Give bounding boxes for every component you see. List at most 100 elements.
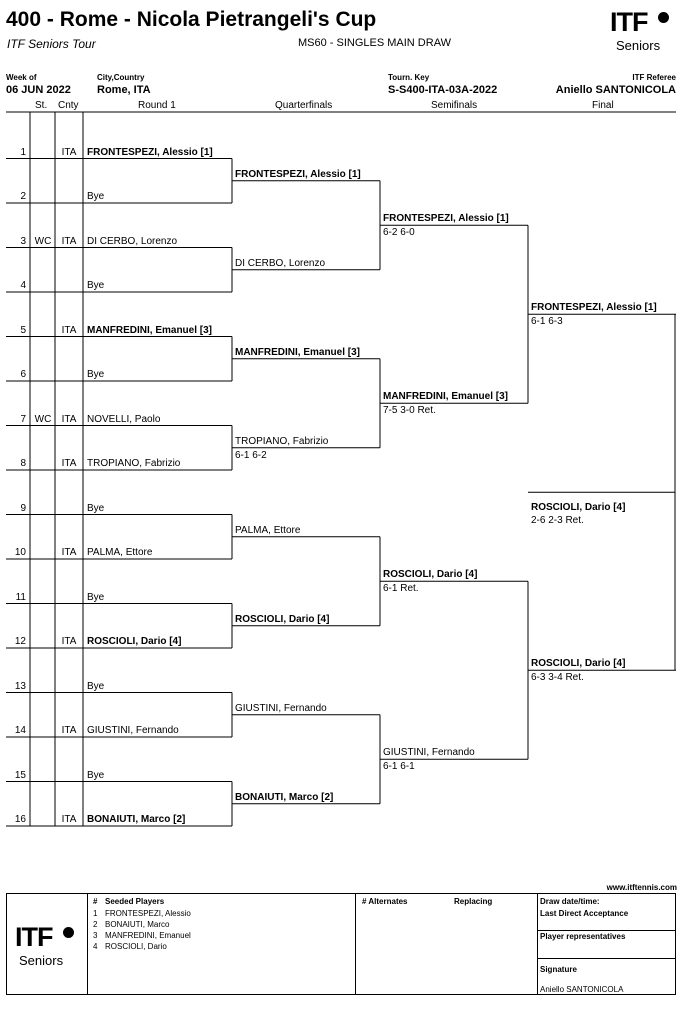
quarterfinal-player: PALMA, Ettore (235, 524, 301, 536)
draw-position: 1 (20, 146, 26, 158)
quarterfinal-player: MANFREDINI, Emanuel [3] (235, 346, 361, 358)
seeded-title: Seeded Players (105, 897, 165, 906)
footer-panel: ITF Seniors # Seeded Players 1 FRONTESPEZ… (6, 893, 676, 995)
draw-position: 16 (14, 814, 26, 825)
player-country: ITA (61, 458, 77, 469)
player-country: ITA (61, 146, 77, 158)
draw-date-label: Draw date/time: (540, 897, 600, 906)
draw-position: 13 (14, 680, 26, 692)
round1-player: BONAIUTI, Marco [2] (87, 814, 186, 825)
seed-number: 1 (93, 909, 98, 918)
round1-player: Bye (87, 769, 105, 781)
player-country: ITA (61, 324, 77, 336)
tour-subtitle: ITF Seniors Tour (7, 37, 96, 51)
city-label: City,Country (97, 73, 145, 82)
referee-label: ITF Referee (632, 73, 676, 82)
quarterfinal-player: DI CERBO, Lorenzo (235, 257, 326, 269)
website-link[interactable]: www.itftennis.com (606, 883, 677, 892)
semifinal-player: ROSCIOLI, Dario [4] (383, 569, 478, 581)
col-header-cnty: Cnty (58, 100, 79, 111)
quarterfinal-player: GIUSTINI, Fernando (235, 702, 327, 714)
col-header-final: Final (592, 100, 614, 111)
entry-status: WC (34, 235, 52, 247)
week-value: 06 JUN 2022 (6, 84, 71, 96)
round1-player: GIUSTINI, Fernando (87, 725, 179, 736)
draw-position: 3 (20, 235, 26, 247)
logo-itf-text: ITF (610, 7, 648, 37)
final-player: ROSCIOLI, Dario [4] (531, 658, 626, 670)
seed-number: 2 (93, 920, 98, 929)
draw-position: 4 (20, 280, 26, 291)
round1-player: ROSCIOLI, Dario [4] (87, 636, 182, 647)
final-score: 6-3 3-4 Ret. (531, 672, 584, 684)
player-country: ITA (61, 235, 77, 247)
player-country: ITA (61, 636, 77, 647)
draw-position: 15 (14, 769, 26, 781)
draw-position: 12 (14, 636, 26, 647)
logo-seniors-text: Seniors (616, 38, 661, 53)
footer-tennis-ball-icon (63, 927, 74, 938)
semifinal-score: 6-1 Ret. (383, 583, 419, 595)
semifinal-score: 6-2 6-0 (383, 227, 415, 239)
quarterfinal-score: 6-1 6-2 (235, 449, 267, 461)
col-header-sf: Semifinals (431, 100, 478, 111)
alternates-title: # Alternates (362, 897, 408, 906)
seeded-player: MANFREDINI, Emanuel (105, 931, 191, 940)
round1-player: Bye (87, 191, 105, 202)
week-label: Week of (6, 73, 37, 82)
round1-player: FRONTESPEZI, Alessio [1] (87, 146, 213, 158)
seeded-player: FRONTESPEZI, Alessio (105, 909, 191, 918)
draw-position: 7 (20, 413, 26, 425)
seed-number: 3 (93, 931, 98, 940)
semifinal-score: 6-1 6-1 (383, 761, 415, 773)
semifinal-player: FRONTESPEZI, Alessio [1] (383, 213, 509, 225)
seeded-player: BONAIUTI, Marco (105, 920, 170, 929)
col-header-qf: Quarterfinals (275, 100, 333, 111)
draw-position: 5 (20, 324, 26, 336)
champion-name: ROSCIOLI, Dario [4] (531, 502, 626, 513)
draw-position: 8 (20, 458, 26, 469)
seeded-hash: # (93, 897, 98, 906)
round1-player: TROPIANO, Fabrizio (87, 458, 181, 469)
draw-position: 9 (20, 502, 26, 514)
semifinal-player: MANFREDINI, Emanuel [3] (383, 391, 509, 403)
seed-number: 4 (93, 942, 98, 951)
round1-player: PALMA, Ettore (87, 547, 153, 558)
col-header-st: St. (35, 100, 48, 111)
round1-player: NOVELLI, Paolo (87, 413, 161, 425)
quarterfinal-player: BONAIUTI, Marco [2] (235, 791, 334, 803)
tourn-key-label: Tourn. Key (388, 73, 430, 82)
tournament-title: 400 - Rome - Nicola Pietrangeli's Cup (6, 8, 377, 31)
tourn-key-value: S-S400-ITA-03A-2022 (388, 84, 498, 96)
final-score: 6-1 6-3 (531, 316, 563, 328)
replacing-title: Replacing (454, 897, 493, 906)
event-name: MS60 - SINGLES MAIN DRAW (298, 37, 452, 49)
signature-label: Signature (540, 965, 577, 974)
final-player: FRONTESPEZI, Alessio [1] (531, 302, 657, 314)
last-direct-label: Last Direct Acceptance (540, 909, 629, 918)
round1-player: MANFREDINI, Emanuel [3] (87, 324, 213, 336)
round1-player: Bye (87, 680, 105, 692)
seeded-player: ROSCIOLI, Dario (105, 942, 167, 951)
footer-logo-itf-text: ITF (15, 922, 53, 952)
quarterfinal-player: TROPIANO, Fabrizio (235, 435, 329, 447)
player-country: ITA (61, 547, 77, 558)
round1-player: Bye (87, 591, 105, 603)
tennis-ball-icon (658, 12, 669, 23)
quarterfinal-player: ROSCIOLI, Dario [4] (235, 613, 330, 625)
player-reps-label: Player representatives (540, 932, 626, 941)
draw-position: 2 (20, 191, 26, 202)
round1-player: Bye (87, 369, 105, 380)
round1-player: DI CERBO, Lorenzo (87, 235, 178, 247)
quarterfinal-player: FRONTESPEZI, Alessio [1] (235, 168, 361, 180)
col-header-round1: Round 1 (138, 100, 176, 111)
city-value: Rome, ITA (97, 84, 151, 96)
draw-position: 10 (14, 547, 26, 558)
round1-player: Bye (87, 502, 105, 514)
player-country: ITA (61, 725, 77, 736)
semifinal-player: GIUSTINI, Fernando (383, 747, 475, 759)
footer-itf-seniors-logo: ITF Seniors (13, 922, 83, 972)
player-country: ITA (61, 814, 77, 825)
draw-position: 14 (14, 725, 26, 736)
draw-position: 6 (20, 369, 26, 380)
